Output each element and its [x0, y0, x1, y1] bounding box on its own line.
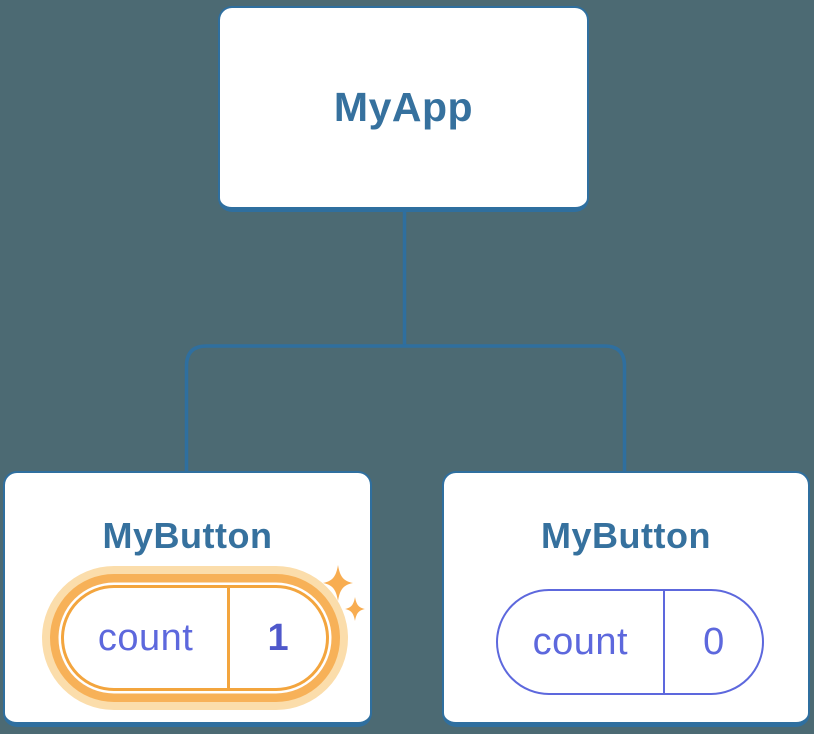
- pill-divider: [662, 591, 666, 693]
- connector-branch: [184, 344, 627, 472]
- component-label: MyButton: [541, 515, 711, 556]
- pill-divider: [227, 588, 231, 688]
- state-key-section: count: [64, 588, 227, 688]
- state-key-label: count: [532, 620, 629, 663]
- state-pill: count 0: [496, 589, 764, 695]
- component-label: MyButton: [102, 515, 273, 556]
- state-key-label: count: [97, 616, 194, 659]
- state-value-section: 1: [230, 588, 326, 688]
- component-node-mybutton-right: MyButton count 0: [442, 471, 810, 727]
- state-value-section: 0: [665, 591, 762, 693]
- component-node-myapp: MyApp: [218, 6, 589, 212]
- sparkle-icon: [323, 565, 365, 621]
- state-value: 1: [267, 616, 289, 659]
- state-key-section: count: [498, 591, 663, 693]
- component-label: MyApp: [333, 84, 474, 130]
- component-node-mybutton-left: MyButton count 1: [3, 471, 372, 727]
- state-value: 0: [703, 620, 725, 663]
- state-pill-highlighted: count 1: [61, 585, 329, 691]
